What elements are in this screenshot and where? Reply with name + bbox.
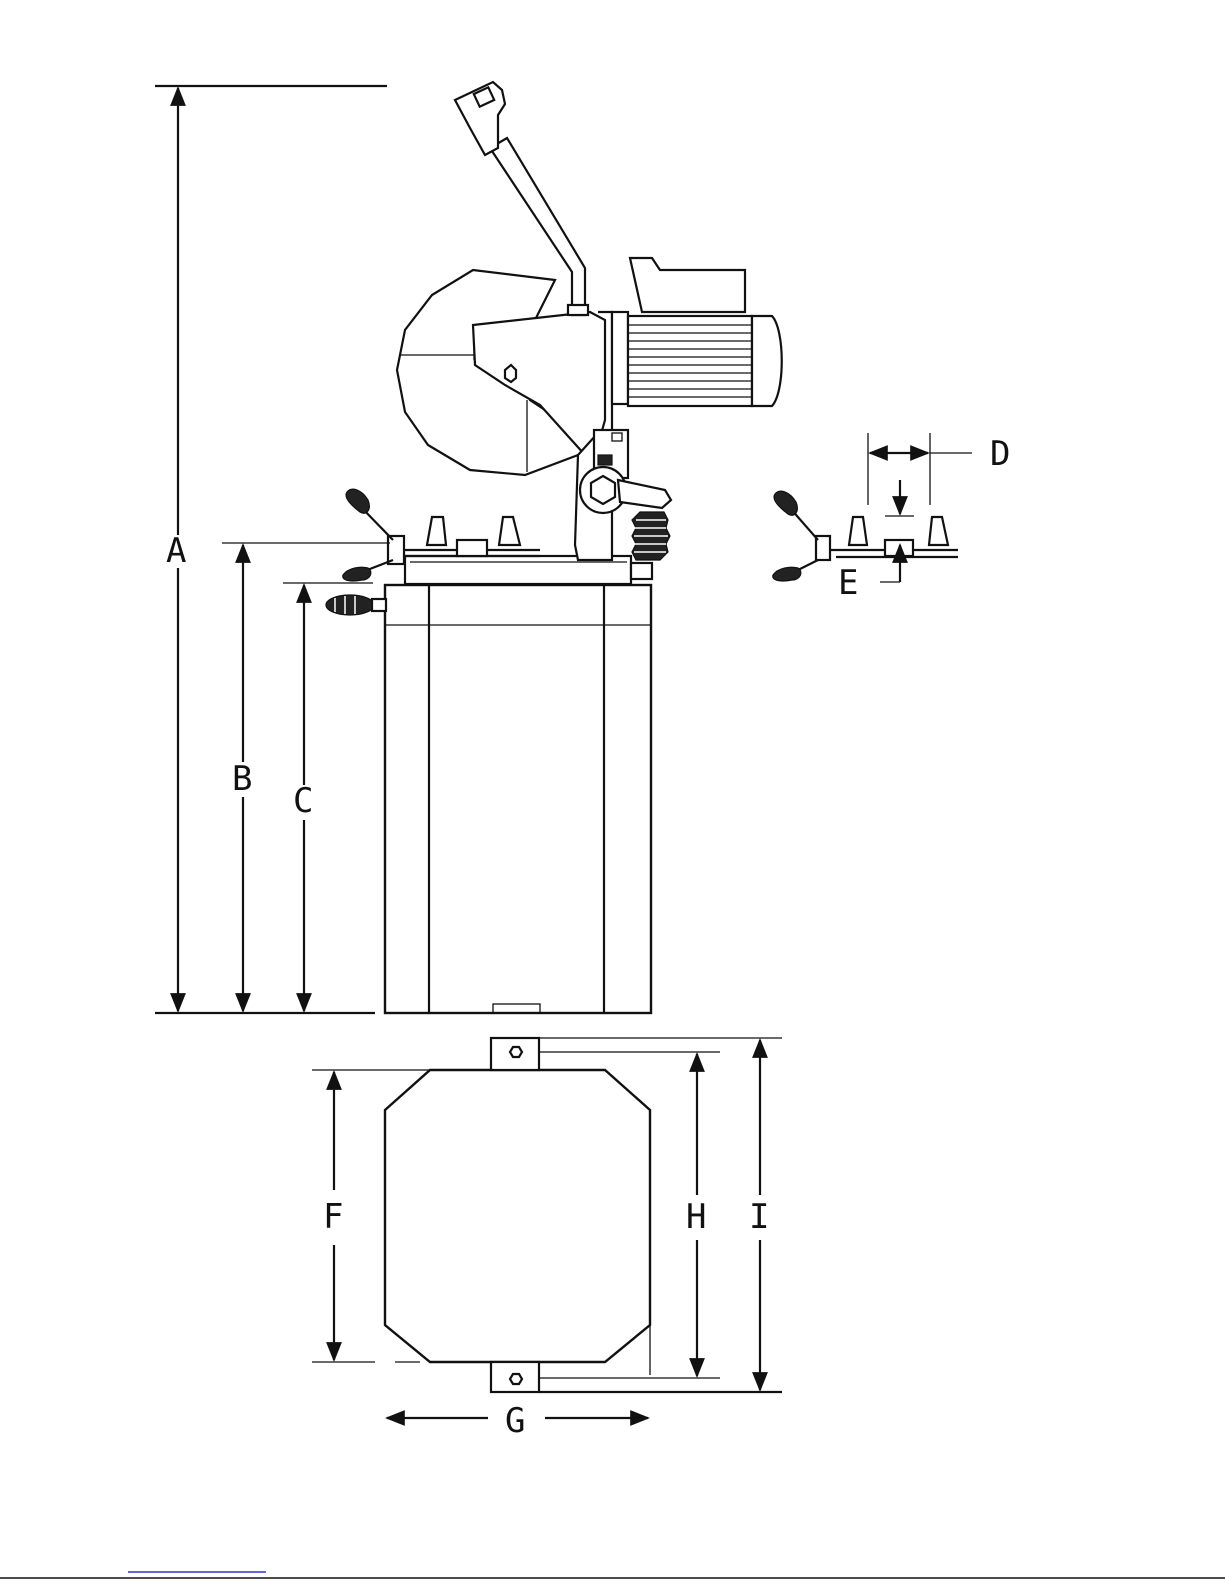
base-footprint-view <box>385 1038 650 1392</box>
dimension-label-c: C <box>293 781 313 821</box>
dimension-label-h: H <box>686 1197 706 1237</box>
cabinet-knob <box>326 595 386 615</box>
side-view <box>326 82 782 1013</box>
dimension-lines-side <box>155 86 390 1013</box>
dimension-label-d: D <box>990 434 1010 474</box>
dimension-label-b: B <box>232 759 252 799</box>
vise-detail-view <box>773 433 972 582</box>
dimension-label-a: A <box>166 531 186 571</box>
bellows <box>632 512 670 560</box>
base-plate <box>405 556 652 584</box>
cabinet-stand <box>385 585 651 1013</box>
dimension-label-e: E <box>838 563 858 603</box>
dimension-label-g: G <box>505 1401 525 1441</box>
dimension-label-i: I <box>749 1197 769 1237</box>
dimension-label-f: F <box>323 1197 343 1237</box>
motor <box>612 258 782 406</box>
page-footer-rule <box>0 1572 1225 1578</box>
